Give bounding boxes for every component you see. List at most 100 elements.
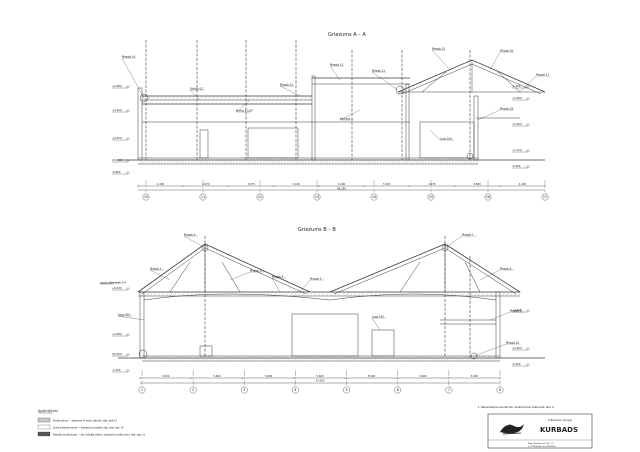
callout-label: Logs 100 (440, 136, 452, 140)
axis-label: 3 (243, 388, 245, 392)
section-a-levels: +6.680+5.560+4.420+3.060+2.870+1.310±0.0… (112, 84, 530, 175)
axis-bubble (427, 193, 435, 201)
callout-label: Mezgls 15 (432, 46, 445, 50)
callout-label: Mezgls 10 (506, 340, 519, 344)
axis-label: 16 (486, 195, 490, 199)
level-mark: +3.080 (112, 332, 122, 336)
callout-label: Mezgls 11 (372, 68, 385, 72)
section-b-b: Griezums B – B (118, 227, 545, 384)
level-mark: +6.680 (112, 84, 122, 88)
axis-bubble (313, 193, 321, 201)
axis-bubble (189, 386, 197, 394)
dimension-value: 2.200 (338, 182, 346, 186)
callout-label: Karkass (340, 116, 351, 120)
callout-label: Mezgls 13 (330, 62, 343, 66)
dimension-total: 48.320 (337, 186, 346, 190)
dimension-value: 4.200 (157, 182, 165, 186)
callout-label: Mezgls 14 (122, 54, 135, 58)
axis-bubble (199, 193, 207, 201)
axis-label: 7 (448, 388, 450, 392)
legend-item-structure: Nesošās konstrukcijas — pēc ražotāja dat… (53, 434, 146, 437)
dimension-value: 5.600 (368, 374, 376, 378)
axis-label: 8 (499, 388, 501, 392)
level-mark: ±0.000 (112, 352, 122, 356)
callout-label: Logs 100 (372, 314, 384, 318)
section-a-title: Griezums A – A (328, 32, 366, 38)
axis-bubble (445, 386, 453, 394)
callout-label: Mezgls 6 (184, 232, 196, 236)
callout-label: Skārds 0,7 (190, 86, 204, 90)
axis-label: 13 (315, 195, 319, 199)
level-mark: +2.870 (112, 136, 122, 140)
axis-label: 11 (201, 195, 205, 199)
dimension-value: 2.975 (428, 182, 436, 186)
callout-label: Profils 3,1/50 (236, 108, 253, 112)
callout-label: Mezgls 8 (500, 266, 512, 270)
dimension-value: 2.970 (202, 182, 210, 186)
section-b-levels: +6.590+4.640+3.080+2.940±0.000-0.300-1.3… (112, 286, 530, 373)
section-a-dimensions: 4.200 2.970 3.075 3.100 2.200 5.505 2.975 3.800… (136, 182, 547, 190)
callout-label: Mezgls 2 (150, 266, 162, 270)
section-b-axes: 1 2 3 4 5 6 7 8 (138, 370, 504, 394)
level-mark: -1.300 (112, 368, 121, 372)
callout-label: Mezgls 4 (272, 274, 284, 278)
callout-label: Mezgls 12 (280, 82, 293, 86)
callout-label: Mezgls 5 (310, 276, 322, 280)
kurbads-logo-icon (500, 424, 524, 435)
dimension-value: 3.800 (473, 182, 481, 186)
title-block: Inženieru grupa KURBADS Rīga, Brīvības i… (487, 413, 593, 449)
level-mark: -0.300 (512, 362, 521, 366)
logo-company-name: KURBADS (540, 426, 578, 434)
axis-bubble (256, 193, 264, 201)
axis-bubble (496, 386, 504, 394)
level-mark: +1.310 (512, 148, 522, 152)
legend-item-existing: Esošās sienas — saskaņoti ar esošo stāvo… (53, 420, 117, 423)
callout-label: Mezgls 7 (462, 232, 474, 236)
callout-label: Mezgls 3 (250, 268, 262, 272)
axis-label: 15 (429, 195, 433, 199)
level-mark: +2.940 (512, 346, 522, 350)
legend-title: Apzīmējumi (38, 409, 58, 413)
callout-label: jumta slīpa sijas 2/4 (99, 280, 126, 284)
section-a-callouts: Mezgls 14 Mezgls 12 Mezgls 13 Mezgls 11 Mezg… (121, 46, 550, 140)
axis-label: 2 (192, 388, 194, 392)
level-mark: +4.640 (512, 308, 522, 312)
axis-bubble (343, 386, 350, 394)
axis-label: 1 (141, 388, 143, 392)
axis-bubble (138, 386, 146, 394)
callout-label: Mezgls 16 (500, 48, 513, 52)
logo-company-type: Inženieru grupa (548, 418, 572, 422)
axis-label: 17 (543, 195, 547, 199)
dimension-value: 3.075 (247, 182, 255, 186)
axis-label: 12 (258, 195, 262, 199)
dimension-total: 33.000 (315, 379, 324, 383)
legend: Apzīmējumi Esošās sienas — saskaņoti ar … (37, 409, 146, 437)
section-b-title: Griezums B – B (298, 227, 336, 233)
logo-contacts: tel. 67000000, fax 67000001 (528, 445, 556, 448)
axis-bubble (541, 193, 549, 201)
section-b-callouts: Mezgls 6 Mezgls 2 Mezgls 3 Mezgls 4 Mezgls 5… (99, 232, 524, 357)
axis-label: 4 (294, 388, 296, 392)
level-mark: -0.800 (112, 170, 121, 174)
axis-label: 14 (372, 195, 376, 199)
level-mark: +5.560 (512, 96, 522, 100)
dimension-value: 5.505 (383, 182, 391, 186)
callout-label: Mezgls 9 (510, 308, 522, 312)
legend-swatch-structure (37, 431, 51, 437)
general-note: 1. Nepieciešams precizēt pēc uzmērījumie… (478, 406, 555, 409)
level-mark: +3.060 (512, 122, 522, 126)
axis-bubble (292, 386, 299, 394)
legend-item-new: Jaunbūvējamās sienas — saskaņā ar projek… (52, 427, 124, 430)
dimension-value: 5.600 (316, 374, 324, 378)
section-a-a: Griezums A – A (118, 32, 546, 191)
dimension-value: 3.100 (293, 182, 301, 186)
sheet-frame (28, 28, 598, 450)
axis-label: 6 (397, 388, 399, 392)
axis-label: 5 (345, 388, 347, 392)
dimension-value: 5.600 (265, 374, 273, 378)
legend-swatch-existing (37, 417, 51, 423)
axis-bubble (484, 193, 492, 201)
